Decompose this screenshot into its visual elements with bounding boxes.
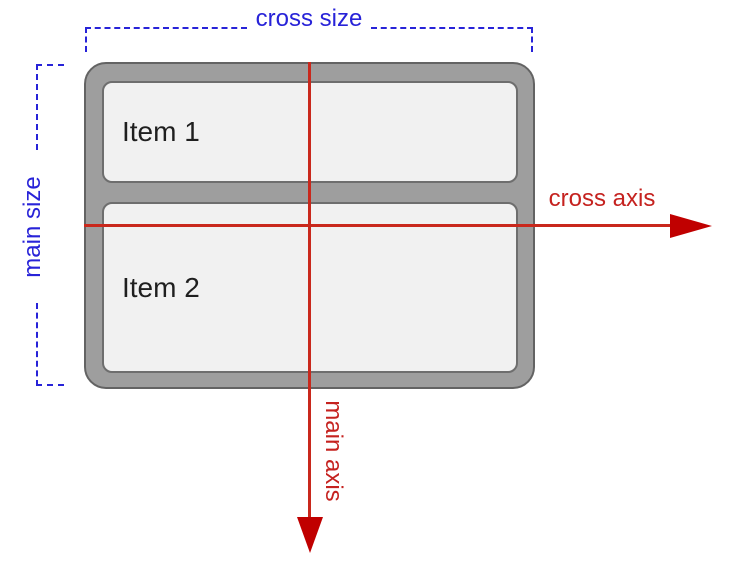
cross-axis-line [84, 224, 674, 227]
main-size-bracket-dash-bottom [36, 303, 38, 386]
cross-size-bracket-dash-left [85, 27, 247, 29]
main-size-bracket-end-top [36, 64, 64, 66]
cross-size-bracket-dash-right [371, 27, 533, 29]
main-axis-label: main axis [320, 400, 347, 502]
main-axis-line [308, 62, 311, 518]
cross-axis-arrowhead-icon [670, 214, 712, 238]
main-size-bracket-dash-top [36, 64, 38, 150]
cross-size-label: cross size [255, 5, 363, 32]
flex-item-2-label: Item 2 [122, 271, 200, 303]
cross-size-bracket-end-right [531, 27, 533, 52]
main-size-bracket-end-bottom [36, 384, 64, 386]
main-size-label: main size [19, 176, 46, 278]
main-axis-arrowhead-icon [297, 517, 323, 553]
cross-size-bracket-end-left [85, 27, 87, 52]
cross-axis-label: cross axis [548, 185, 656, 212]
flex-item-1-label: Item 1 [122, 116, 200, 147]
